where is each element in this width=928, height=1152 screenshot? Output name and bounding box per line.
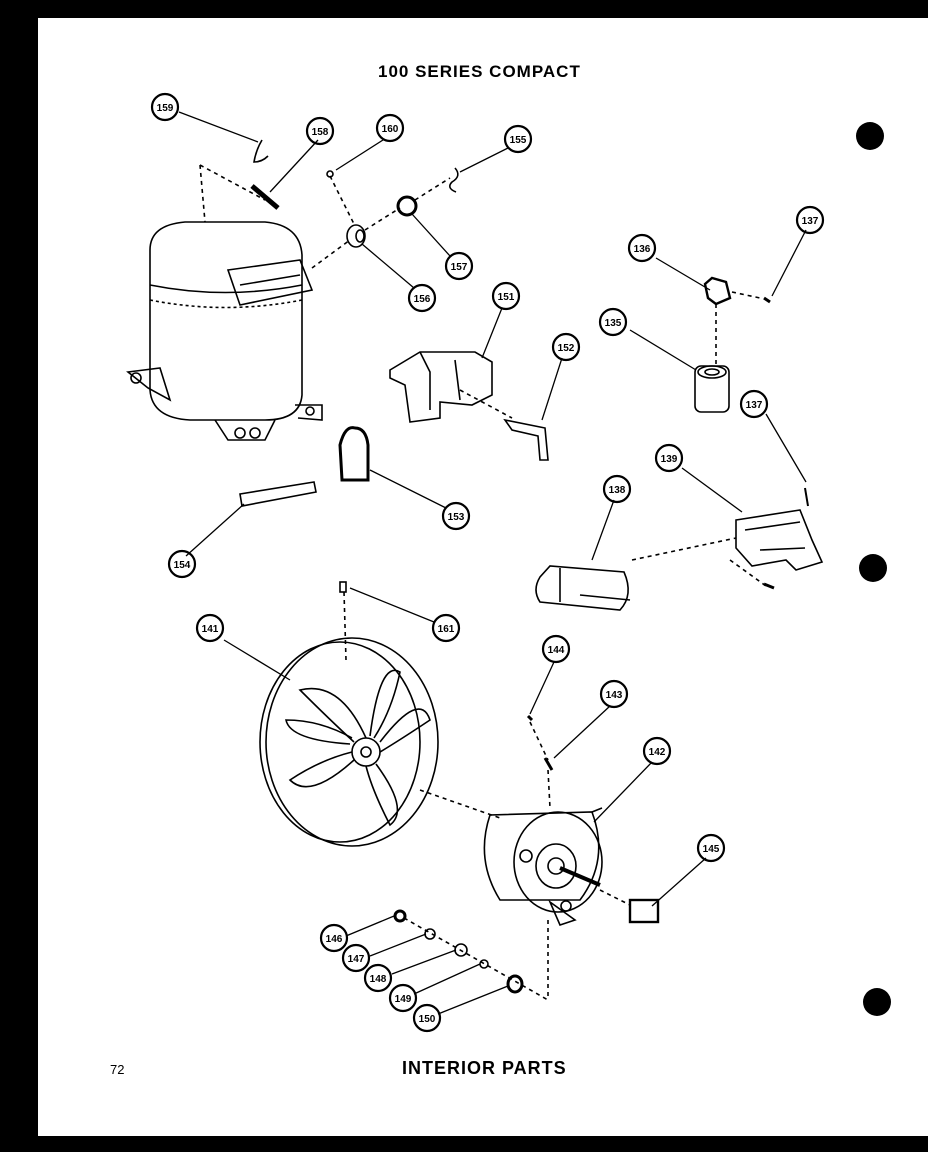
fan-blade-part-141	[259, 637, 439, 847]
callout-136: 136	[634, 244, 651, 255]
callout-151: 151	[498, 292, 515, 303]
callout-139: 139	[661, 454, 678, 465]
callout-144: 144	[548, 645, 565, 656]
callout-154: 154	[174, 560, 191, 571]
callout-141: 141	[202, 624, 219, 635]
callout-142: 142	[649, 747, 666, 758]
callout-161: 161	[438, 624, 455, 635]
callout-156: 156	[414, 294, 431, 305]
section-label: INTERIOR PARTS	[402, 1058, 567, 1078]
compressor	[126, 164, 351, 441]
bracket-part-152	[503, 418, 549, 461]
bracket-part-145	[628, 898, 660, 924]
callout-137-top: 137	[802, 216, 819, 227]
punch-hole-top	[856, 122, 884, 150]
callout-158: 158	[312, 127, 329, 138]
callout-bubbles	[150, 92, 825, 1033]
page-title: 100 SERIES COMPACT	[378, 62, 581, 81]
callout-143: 143	[606, 690, 623, 701]
spring-part-158	[250, 184, 280, 210]
punch-hole-middle	[859, 554, 887, 582]
callout-135: 135	[605, 318, 622, 329]
binder-holes	[856, 122, 891, 1016]
hook-part-159	[253, 139, 269, 163]
setscrew-part-161	[339, 581, 347, 593]
strip-part-154	[239, 481, 317, 507]
fan-motor-part-142	[483, 807, 603, 926]
capacitor-part-135	[694, 365, 730, 413]
callout-159: 159	[157, 103, 174, 114]
callout-137-mid: 137	[746, 400, 763, 411]
callout-157: 157	[451, 262, 468, 273]
callout-138: 138	[609, 485, 626, 496]
scan-edge	[0, 1136, 928, 1152]
page-number: 72	[110, 1062, 125, 1077]
wire-part-155	[448, 167, 459, 193]
relay-cap-part-156	[346, 224, 366, 248]
callout-160: 160	[382, 124, 399, 135]
callout-149: 149	[395, 994, 412, 1005]
bracket-part-139	[735, 509, 824, 571]
gasket-part-153	[338, 426, 370, 482]
callout-155: 155	[510, 135, 527, 146]
grommet-part-150	[506, 974, 524, 994]
callout-153: 153	[448, 512, 465, 523]
callout-145: 145	[703, 844, 720, 855]
clip-part-136	[703, 276, 732, 306]
nut-part-146	[393, 909, 407, 923]
callout-146: 146	[326, 934, 343, 945]
terminal-cover-part-151	[389, 351, 493, 423]
capacitor-part-138	[535, 565, 631, 611]
callout-147: 147	[348, 954, 365, 965]
callout-150: 150	[419, 1014, 436, 1025]
callout-148: 148	[370, 974, 387, 985]
callout-152: 152	[558, 343, 575, 354]
punch-hole-bottom	[863, 988, 891, 1016]
grommet-part-157	[396, 195, 418, 217]
